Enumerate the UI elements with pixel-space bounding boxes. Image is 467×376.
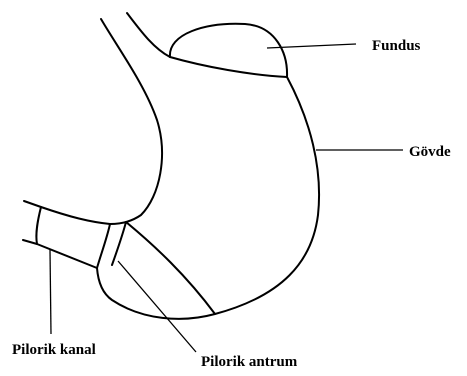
- pylorus-ring-1: [97, 224, 110, 268]
- antrum-boundary: [126, 222, 215, 314]
- pylorus-ring-2: [112, 222, 126, 265]
- greater-curvature: [97, 77, 319, 319]
- pilorik-kanal-leader: [50, 250, 51, 334]
- pyloric-canal-label: Pilorik kanal: [12, 343, 96, 358]
- pilorik-antrum-leader: [118, 261, 196, 352]
- body-label: Gövde: [409, 145, 451, 160]
- fundus-boundary: [170, 57, 287, 77]
- fundus-dome: [170, 24, 287, 77]
- pyloric-canal-bottom: [23, 240, 97, 268]
- pyloric-canal-end: [36, 207, 41, 244]
- fundus-label: Fundus: [372, 39, 420, 54]
- pyloric-canal-top: [24, 201, 110, 224]
- esophagus-left-wall: [101, 19, 162, 224]
- pyloric-antrum-label: Pilorik antrum: [201, 355, 297, 370]
- esophagus-right-wall: [127, 13, 170, 57]
